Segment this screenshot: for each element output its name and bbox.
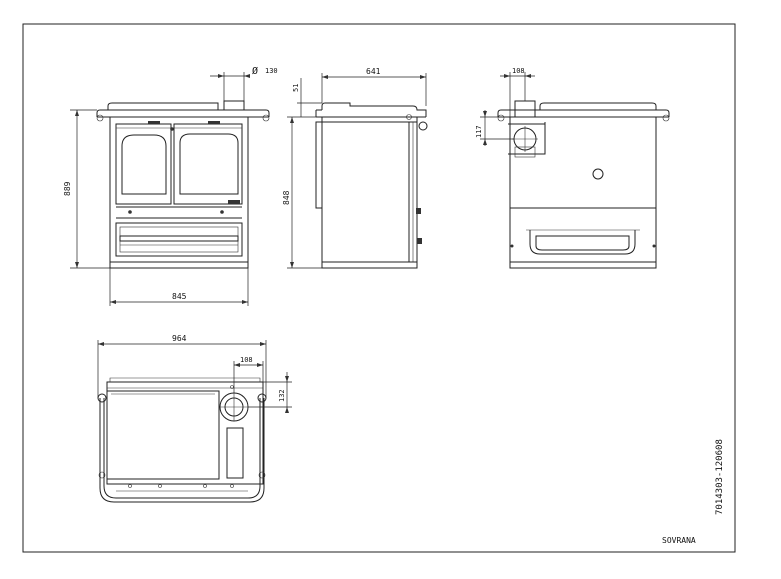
- back-flue-height-label: 117: [475, 125, 483, 138]
- model-name: SOVRANA: [662, 536, 696, 545]
- side-height-label: 848: [282, 190, 291, 205]
- side-offset-label: 51: [292, 84, 300, 92]
- back-flue-offset-label: 108: [512, 67, 525, 75]
- top-view: [97, 377, 267, 503]
- top-dimensions: 964 108 132: [97, 334, 292, 413]
- side-dimensions: 641 51 848: [282, 67, 427, 269]
- front-dimensions: 889 845 Ø 130: [63, 65, 278, 306]
- back-dimensions: 108 117: [475, 67, 535, 146]
- flue-diameter-symbol: Ø: [252, 65, 258, 77]
- flue-diameter-label: 130: [265, 67, 278, 75]
- front-width-label: 845: [172, 292, 187, 301]
- drawing-code: 7014303-120608: [715, 439, 725, 515]
- side-depth-label: 641: [366, 67, 381, 76]
- drawing-border: [22, 23, 736, 553]
- top-width-label: 964: [172, 334, 187, 343]
- front-height-label: 889: [63, 181, 72, 196]
- back-view: [497, 100, 670, 269]
- top-flue-offset-label: 108: [240, 356, 253, 364]
- front-view: [96, 100, 270, 269]
- side-view: [315, 102, 428, 269]
- top-flue-depth-label: 132: [278, 389, 286, 402]
